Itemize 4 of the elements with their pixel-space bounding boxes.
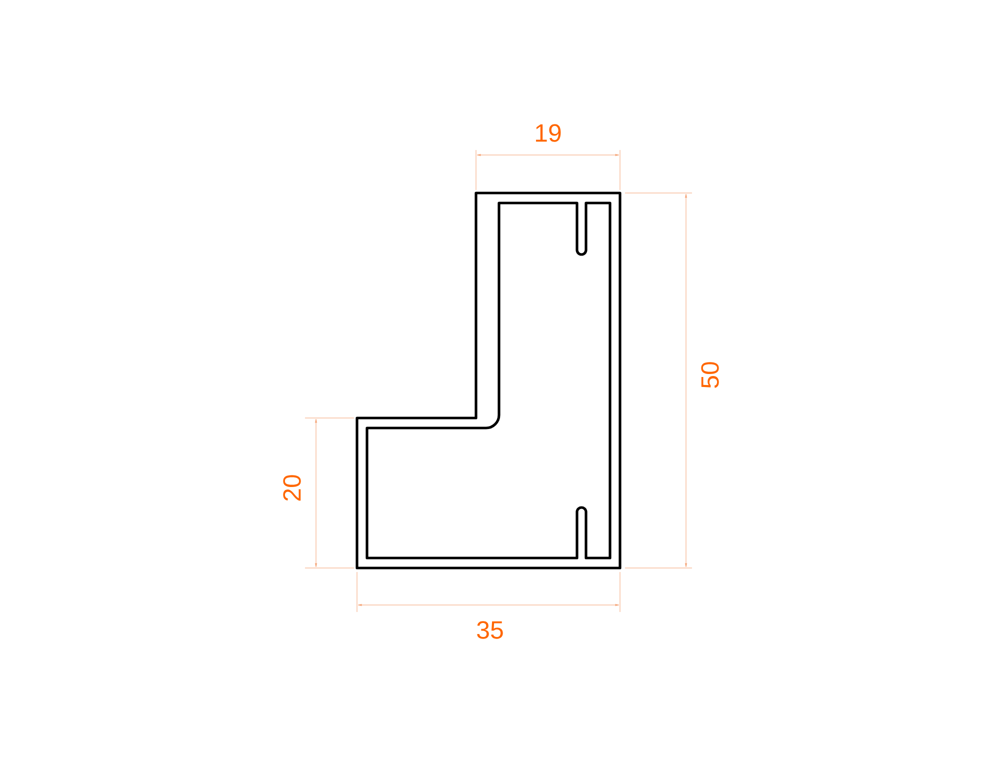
dimension-label: 19 [536,124,561,142]
dimension-label: 50 [701,362,719,388]
dimension-label: 20 [283,475,301,501]
dimension-label: 35 [477,621,503,639]
